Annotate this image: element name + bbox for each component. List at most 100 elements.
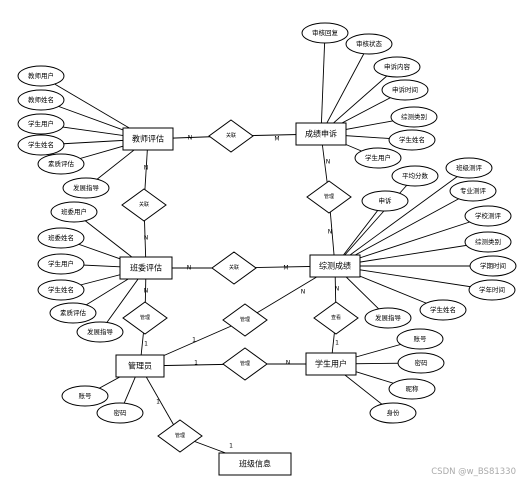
attribute-ellipse [369, 402, 417, 424]
attribute-label: 账号 [414, 334, 428, 343]
relationship-te_ga: 关联 N M [188, 119, 280, 153]
attribute-label: 综测类别 [401, 112, 427, 121]
cardinality-label: N [187, 265, 192, 272]
attribute-ellipse [445, 157, 493, 179]
entity-label: 管理员 [128, 361, 152, 371]
attribute-label: 发展指导 [375, 313, 402, 322]
diagram-shapes: 教师用户教师姓名学生用户学生姓名素质评估发展指导审核回复审核状态申诉内容申诉时间… [17, 22, 517, 476]
relationship-label: 管理 [175, 432, 185, 439]
attribute-grade_appeal: 学生姓名 [388, 129, 436, 151]
attribute-class_eval: 班委姓名 [37, 227, 85, 249]
attribute-label: 班委姓名 [48, 233, 74, 242]
attribute-ellipse [50, 201, 98, 223]
attribute-ellipse [37, 227, 85, 249]
attribute-ellipse [388, 378, 436, 400]
attribute-grade_appeal: 申诉时间 [381, 79, 429, 101]
attribute-label: 发展指导 [73, 183, 100, 192]
attribute-label: 专业测评 [460, 186, 487, 195]
attribute-grade_appeal: 学生用户 [354, 147, 402, 169]
attribute-teacher_eval: 学生用户 [17, 113, 65, 135]
relationship-ce_cs: 关联 N M [187, 251, 289, 285]
attribute-ellipse [17, 89, 65, 111]
relationship-label: 管理 [140, 314, 150, 321]
entity-class_info: 班级信息 [218, 452, 292, 476]
attribute-ellipse [345, 33, 393, 55]
cardinality-label: 1 [192, 337, 196, 344]
attribute-class_eval: 素质评估 [49, 302, 97, 324]
attribute-comprehensive_score: 学生姓名 [419, 299, 467, 321]
cardinality-label: N [188, 135, 193, 142]
attribute-label: 素质评估 [60, 308, 87, 317]
attribute-label: 密码 [114, 408, 128, 417]
attribute-label: 审核状态 [356, 39, 383, 48]
attr-line-comprehensive_score [334, 167, 470, 267]
attribute-label: 素质评估 [48, 159, 75, 168]
attribute-grade_appeal: 审核回复 [301, 22, 349, 44]
attribute-label: 学年时间 [479, 285, 505, 294]
entity-box [115, 354, 165, 378]
cardinality-label: M [283, 265, 288, 272]
cardinality-label: 1 [156, 399, 160, 406]
attribute-label: 学生姓名 [399, 135, 425, 144]
attribute-comprehensive_score: 学校测评 [464, 205, 512, 227]
relationship-label: 管理 [240, 360, 250, 367]
entity-label: 教师评估 [132, 134, 164, 144]
cardinality-label: 1 [194, 360, 198, 367]
attribute-teacher_eval: 发展指导 [62, 177, 110, 199]
attribute-ellipse [49, 302, 97, 324]
attribute-ellipse [37, 253, 85, 275]
attribute-label: 教师用户 [28, 71, 54, 80]
attribute-ellipse [37, 153, 85, 175]
attribute-ellipse [96, 402, 144, 424]
attribute-class_eval: 学生姓名 [37, 279, 85, 301]
cardinality-label: M [274, 136, 279, 143]
attr-line-grade_appeal [320, 32, 326, 135]
attribute-ellipse [17, 113, 65, 135]
attribute-ellipse [396, 328, 444, 350]
cardinality-label: N [335, 286, 340, 293]
attribute-teacher_eval: 教师姓名 [17, 89, 65, 111]
attr-line-comprehensive_score [334, 265, 493, 291]
attribute-label: 学生姓名 [48, 285, 74, 294]
attribute-comprehensive_score: 专业测评 [449, 180, 497, 202]
attribute-student_user: 账号 [396, 328, 444, 350]
relationship-diamond [222, 303, 268, 337]
attribute-label: 班委用户 [61, 207, 87, 216]
relationship-label: 关联 [226, 132, 236, 139]
relationship-label: 管理 [240, 316, 250, 323]
attribute-grade_appeal: 申诉内容 [373, 56, 421, 78]
attribute-ellipse [17, 65, 65, 87]
attribute-label: 发展指导 [87, 327, 114, 336]
attribute-comprehensive_score: 申诉 [361, 190, 409, 212]
entity-box [309, 254, 361, 278]
cardinality-label: N [328, 229, 333, 236]
attribute-label: 申诉内容 [384, 62, 411, 71]
relationship-diamond [121, 188, 167, 222]
attr-line-comprehensive_score [334, 190, 474, 267]
connector-lines [40, 32, 493, 465]
attribute-comprehensive_score: 学期时间 [469, 255, 517, 277]
relationship-diamond [211, 251, 257, 285]
attribute-admin: 账号 [61, 385, 109, 407]
cardinality-label: 1 [335, 340, 339, 347]
attribute-grade_appeal: 审核状态 [345, 33, 393, 55]
attr-line-grade_appeal [320, 43, 370, 135]
attribute-label: 综测类别 [475, 237, 501, 246]
attribute-ellipse [373, 56, 421, 78]
entity-box [119, 256, 173, 280]
relationship-diamond [313, 301, 359, 335]
attribute-ellipse [301, 22, 349, 44]
attribute-teacher_eval: 教师用户 [17, 65, 65, 87]
relationship-label: 关联 [229, 264, 239, 271]
entity-label: 班级信息 [239, 459, 271, 469]
attribute-teacher_eval: 素质评估 [37, 153, 85, 175]
attribute-label: 平均分数 [402, 171, 429, 180]
attribute-ellipse [354, 147, 402, 169]
attribute-class_eval: 班委用户 [50, 201, 98, 223]
attribute-label: 学生姓名 [430, 305, 456, 314]
attribute-class_eval: 发展指导 [76, 321, 124, 343]
attribute-ellipse [62, 177, 110, 199]
